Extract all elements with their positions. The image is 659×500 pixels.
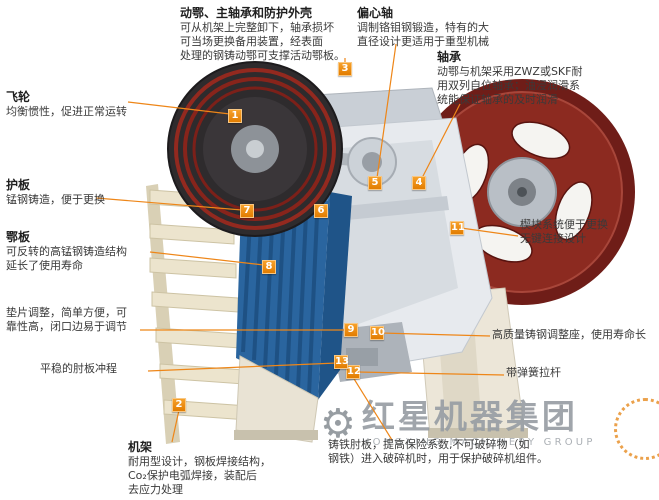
watermark-en: HONGXING MACHINERY GROUP xyxy=(361,436,596,448)
annotation-wedge-body: 楔块系统便于更换 无键连接设计 xyxy=(520,218,608,245)
annotation-flywheel-title: 飞轮 xyxy=(6,90,31,104)
watermark-text: 红星机器集团 HONGXING MACHINERY GROUP xyxy=(361,397,596,448)
annotation-adjust-seat: 高质量铸钢调整座，使用寿命长 xyxy=(492,328,657,342)
annotation-eccentric-shaft: 偏心轴 调制铬钼钢锻造，特有的大 直径设计更适用于重型机械 xyxy=(357,6,517,49)
annotation-frame: 机架 耐用型设计，钢板焊接结构， Co₂保护电弧焊接，装配后 去应力处理 xyxy=(128,440,298,497)
callout-10: 10 xyxy=(370,326,385,340)
annotation-frame-title: 机架 xyxy=(128,440,153,454)
annotation-bearing-title: 轴承 xyxy=(437,50,462,64)
watermark: ⚙ 红星机器集团 HONGXING MACHINERY GROUP xyxy=(320,397,596,448)
callout-6: 6 xyxy=(314,204,328,218)
annotation-eccentric-shaft-title: 偏心轴 xyxy=(357,6,394,20)
annotation-flywheel: 飞轮 均衡惯性，促进正常运转 xyxy=(6,90,146,119)
callout-11: 11 xyxy=(450,221,465,235)
annotation-spring-rod-body: 带弹簧拉杆 xyxy=(506,366,561,379)
callout-3: 3 xyxy=(338,62,352,76)
annotation-spring-rod: 带弹簧拉杆 xyxy=(506,366,606,380)
annotation-adjust-seat-body: 高质量铸钢调整座，使用寿命长 xyxy=(492,328,646,341)
front-leg-illustration xyxy=(234,355,319,443)
callout-7: 7 xyxy=(240,204,254,218)
callout-5: 5 xyxy=(368,176,382,190)
callout-9: 9 xyxy=(344,323,358,337)
annotation-jaw-plate-body: 可反转的高锰钢铸造结构 延长了使用寿命 xyxy=(6,245,127,272)
annotation-wedge: 楔块系统便于更换 无键连接设计 xyxy=(520,218,655,246)
callout-1: 1 xyxy=(228,109,242,123)
callout-8: 8 xyxy=(262,260,276,274)
annotation-toggle-plate: 铸铁肘板，提高保险系数,不可破碎物（如 钢铁）进入破碎机时，用于保护破碎机组件。 xyxy=(328,438,558,466)
annotation-eccentric-shaft-body: 调制铬钼钢锻造，特有的大 直径设计更适用于重型机械 xyxy=(357,21,489,48)
annotation-flywheel-body: 均衡惯性，促进正常运转 xyxy=(6,105,127,118)
annotation-jaw-plate-title: 鄂板 xyxy=(6,230,31,244)
annotation-frame-body: 耐用型设计，钢板焊接结构， Co₂保护电弧焊接，装配后 去应力处理 xyxy=(128,455,271,496)
annotation-moving-jaw-body: 可从机架上完整卸下，轴承损坏 可当场更换备用装置，经表面 处理的钢铸动鄂可支撑活… xyxy=(180,21,345,62)
annotation-shim-body: 垫片调整，简单方便，可 靠性高，闭口边易于调节 xyxy=(6,306,127,333)
annotation-toggle-stroke: 平稳的肘板冲程 xyxy=(40,362,160,376)
watermark-cn: 红星机器集团 xyxy=(361,397,578,436)
annotation-toggle-stroke-body: 平稳的肘板冲程 xyxy=(40,362,117,375)
annotation-guard-plate: 护板 锰钢铸造，便于更换 xyxy=(6,178,136,207)
annotation-shim: 垫片调整，简单方便，可 靠性高，闭口边易于调节 xyxy=(6,306,146,334)
annotation-bearing: 轴承 动鄂与机架采用ZWZ或SKF耐 用双列自位轴承；油浸润滑系 统能保证轴承的… xyxy=(437,50,655,107)
callout-13: 13 xyxy=(334,355,349,369)
annotation-jaw-plate: 鄂板 可反转的高锰钢铸造结构 延长了使用寿命 xyxy=(6,230,156,273)
dotted-ring-logo-icon xyxy=(614,398,659,460)
annotation-guard-plate-body: 锰钢铸造，便于更换 xyxy=(6,193,105,206)
callout-4: 4 xyxy=(412,176,426,190)
annotation-moving-jaw-title: 动鄂、主轴承和防护外壳 xyxy=(180,6,313,20)
callout-2: 2 xyxy=(172,398,186,412)
gear-logo-icon: ⚙ xyxy=(320,400,356,447)
annotation-toggle-plate-body: 铸铁肘板，提高保险系数,不可破碎物（如 钢铁）进入破碎机时，用于保护破碎机组件。 xyxy=(328,438,548,465)
annotation-guard-plate-title: 护板 xyxy=(6,178,31,192)
annotation-bearing-body: 动鄂与机架采用ZWZ或SKF耐 用双列自位轴承；油浸润滑系 统能保证轴承的及时润… xyxy=(437,65,583,106)
annotation-moving-jaw: 动鄂、主轴承和防护外壳 可从机架上完整卸下，轴承损坏 可当场更换备用装置，经表面… xyxy=(180,6,360,63)
